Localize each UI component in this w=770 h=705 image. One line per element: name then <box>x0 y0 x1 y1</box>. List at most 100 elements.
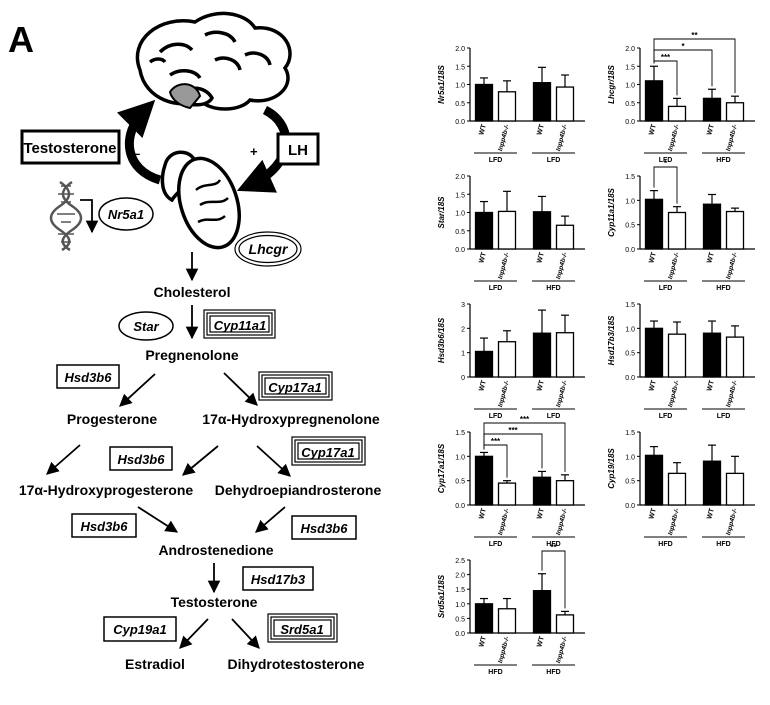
group-label: HFD <box>716 285 730 292</box>
group-label: LFD <box>547 157 561 164</box>
x-tick-label: Inpp4b-/- <box>555 636 569 664</box>
y-tick-label: 0.0 <box>455 631 465 638</box>
x-tick-label: WT <box>648 123 658 136</box>
x-tick-label: Inpp4b-/- <box>555 252 569 280</box>
feedback-negative-sign: – <box>133 146 140 161</box>
y-tick-label: 1.5 <box>455 192 465 199</box>
y-tick-label: 0.5 <box>455 229 465 236</box>
x-tick-label: WT <box>478 635 488 648</box>
bar-chart-grid: B 0.00.51.01.52.0Nr5a1/18SWTInpp4b-/-WTI… <box>437 31 755 676</box>
x-tick-label: Inpp4b-/- <box>555 124 569 152</box>
x-tick-label: Inpp4b-/- <box>667 252 681 280</box>
y-tick-label: 0.5 <box>455 616 465 623</box>
lhcgr-label: Lhcgr <box>249 241 289 257</box>
bar <box>702 332 722 378</box>
estradiol-label: Estradiol <box>125 656 185 672</box>
arrow-prog-hydroxyprog <box>46 444 81 475</box>
bar <box>532 211 552 250</box>
bar <box>555 614 575 634</box>
x-tick-label: Inpp4b-/- <box>555 508 569 536</box>
progesterone-label: Progesterone <box>67 411 157 427</box>
bar <box>644 80 664 122</box>
bar <box>532 476 552 506</box>
y-tick-label: 0.0 <box>455 503 465 510</box>
y-tick-label: 2.0 <box>455 174 465 181</box>
group-label: HFD <box>716 157 730 164</box>
bar <box>644 327 664 378</box>
srd5a1-label: Srd5a1 <box>280 622 323 637</box>
bar <box>474 455 494 506</box>
y-tick-label: 0.0 <box>625 119 635 126</box>
significance-bracket <box>483 444 508 478</box>
arrow-preg-hydroxypreg <box>223 372 258 406</box>
significance-label: *** <box>520 415 530 424</box>
significance-bracket <box>483 422 566 472</box>
x-tick-label: Inpp4b-/- <box>725 252 739 280</box>
x-tick-label: WT <box>648 251 658 264</box>
hsd3b6-label-4: Hsd3b6 <box>301 521 349 536</box>
group-label: LFD <box>489 541 503 548</box>
cyp17a1-label-1: Cyp17a1 <box>268 380 321 395</box>
hsd3b6-label-2: Hsd3b6 <box>118 452 166 467</box>
x-tick-label: Inpp4b-/- <box>555 380 569 408</box>
bar <box>474 603 494 634</box>
bar <box>497 482 517 506</box>
significance-bracket <box>653 60 678 96</box>
significance-label: * <box>664 159 668 168</box>
hsd3b6-box-2 <box>109 446 173 471</box>
y-tick-label: 2.0 <box>625 46 635 53</box>
y-tick-label: 0.5 <box>625 479 635 486</box>
y-axis-label: Srd5a1/18S <box>437 574 446 618</box>
bar <box>702 460 722 506</box>
y-axis-label: Hsd17b3/18S <box>607 315 616 365</box>
bar <box>497 210 517 250</box>
arrow-testosterone-estradiol <box>179 618 209 649</box>
bar <box>555 224 575 250</box>
lh-box <box>276 132 320 166</box>
bar <box>644 198 664 250</box>
y-tick-label: 2.0 <box>455 573 465 580</box>
x-tick-label: WT <box>648 379 658 392</box>
group-label: LFD <box>717 413 731 420</box>
group-label: LFD <box>659 285 673 292</box>
arrow-preg-progesterone <box>119 373 156 407</box>
y-tick-label: 2.5 <box>455 558 465 565</box>
arrow-hydroxyprog-androstenedione <box>137 506 179 533</box>
significance-bracket <box>541 550 566 609</box>
significance-label: * <box>681 42 685 51</box>
x-tick-label: WT <box>706 123 716 136</box>
nr5a1-label: Nr5a1 <box>108 207 144 222</box>
group-label: LFD <box>489 285 503 292</box>
significance-label: ** <box>691 31 698 40</box>
significance-bracket <box>653 166 678 204</box>
bar <box>532 82 552 122</box>
y-tick-label: 1.5 <box>625 302 635 309</box>
bar <box>474 211 494 250</box>
y-tick-label: 1.0 <box>625 83 635 90</box>
x-tick-label: Inpp4b-/- <box>497 636 511 664</box>
bar <box>725 472 745 506</box>
bar <box>497 608 517 634</box>
y-tick-label: 0.5 <box>625 351 635 358</box>
cyp19a1-label: Cyp19a1 <box>113 622 166 637</box>
y-tick-label: 1.0 <box>455 454 465 461</box>
group-label: HFD <box>716 541 730 548</box>
group-label: HFD <box>546 669 560 676</box>
x-tick-label: WT <box>536 123 546 136</box>
hsd17b3-box <box>242 566 314 591</box>
bar <box>667 472 687 506</box>
cyp17a1-label-2: Cyp17a1 <box>301 445 354 460</box>
hsd3b6-label-3: Hsd3b6 <box>81 519 129 534</box>
x-tick-label: Inpp4b-/- <box>497 380 511 408</box>
cyp11a1-box <box>203 309 276 339</box>
cyp11a1-label: Cyp11a1 <box>214 318 267 333</box>
bar <box>667 333 687 378</box>
arrow-hydroxypreg-dhea <box>256 445 291 477</box>
y-tick-label: 0.0 <box>625 375 635 382</box>
x-tick-label: Inpp4b-/- <box>667 508 681 536</box>
